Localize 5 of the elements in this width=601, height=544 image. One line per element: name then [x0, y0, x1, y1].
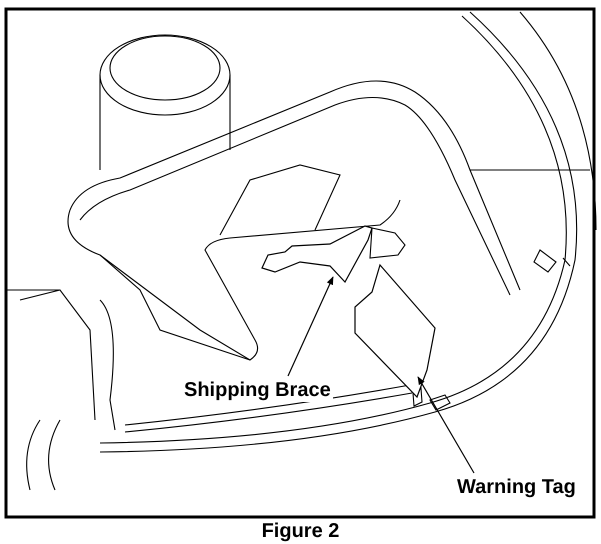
warning-tag-part	[354, 264, 436, 398]
shipping-brace-part	[261, 225, 373, 284]
leader-line	[287, 276, 334, 376]
leader-line	[417, 376, 475, 474]
figure-caption: Figure 2	[262, 519, 340, 543]
